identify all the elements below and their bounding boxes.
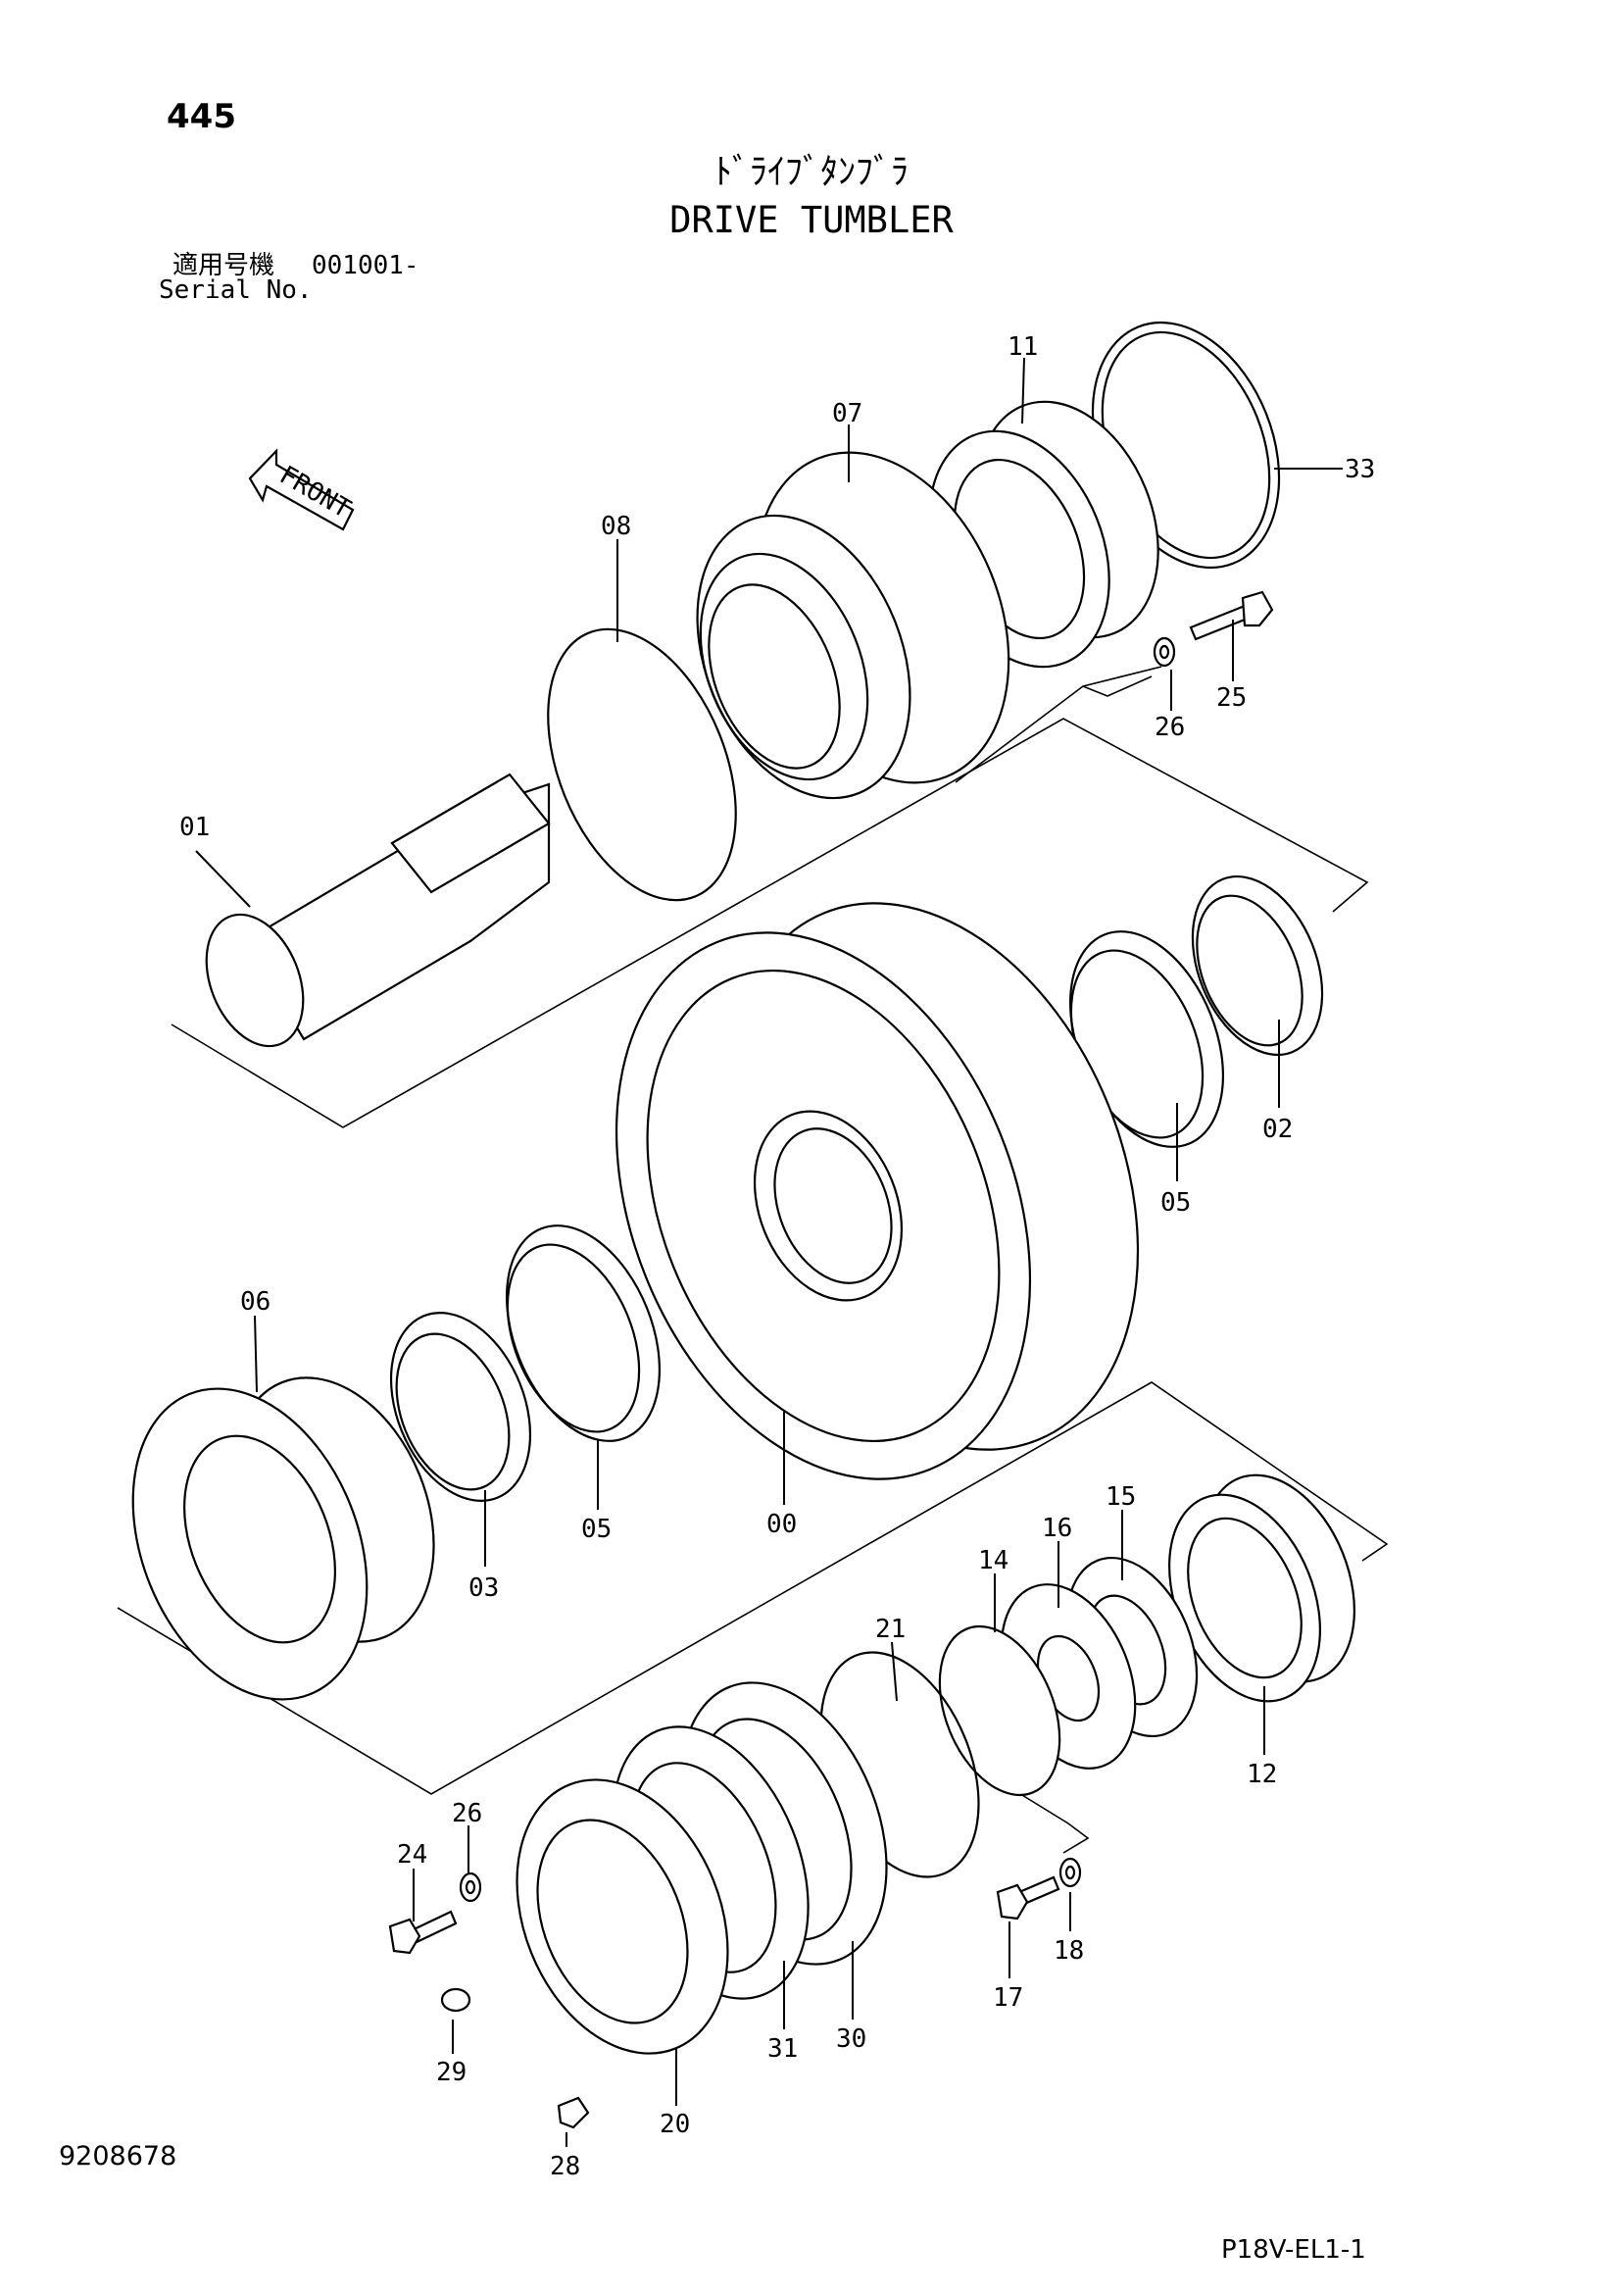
- label-26-lower: 26: [452, 1799, 482, 1828]
- document-number: 9208678: [59, 2141, 177, 2171]
- label-07: 07: [832, 399, 862, 428]
- label-12: 12: [1247, 1760, 1277, 1789]
- label-14: 14: [978, 1546, 1008, 1575]
- serial-value: 001001-: [312, 251, 419, 280]
- part-05-seal-lower: [506, 1224, 661, 1442]
- serial-label-japanese: 適用号機: [172, 251, 275, 280]
- label-11: 11: [1008, 332, 1038, 362]
- part-labels: 11 33 07 08 25 26 01 02 05 06 03 05 00 1…: [179, 332, 1375, 2181]
- label-17: 17: [993, 1983, 1023, 2013]
- part-17-bolt: [996, 1875, 1060, 1921]
- part-28-plug: [557, 2096, 590, 2129]
- assembly-line-upper: [171, 718, 1369, 1128]
- leader-lines: [195, 357, 1343, 2147]
- part-26-washer-upper: [1153, 636, 1176, 668]
- part-06-hub-flange: [131, 1376, 435, 1701]
- label-30: 30: [836, 2024, 866, 2054]
- label-31: 31: [767, 2034, 798, 2064]
- part-00-drive-tumbler: [615, 902, 1140, 1480]
- label-20: 20: [660, 2110, 690, 2139]
- label-26-upper: 26: [1155, 713, 1185, 742]
- label-28: 28: [550, 2152, 580, 2181]
- front-arrow-icon: FRONT: [248, 448, 356, 531]
- label-21: 21: [875, 1615, 906, 1644]
- label-16: 16: [1042, 1514, 1072, 1543]
- label-15: 15: [1106, 1482, 1136, 1512]
- part-26-washer-lower: [459, 1872, 482, 1903]
- part-02-retainer-ring: [1191, 874, 1324, 1057]
- label-29: 29: [436, 2058, 467, 2087]
- label-01: 01: [179, 813, 210, 842]
- part-01-shaft: [205, 773, 551, 1048]
- part-12-bearing: [1168, 1473, 1355, 1703]
- label-24: 24: [397, 1840, 427, 1870]
- assembly-line-lower: [117, 1381, 1389, 1795]
- label-05-lower: 05: [581, 1515, 612, 1544]
- serial-label-english: Serial No.: [159, 275, 313, 305]
- part-25-bolt: [1189, 590, 1274, 641]
- label-33: 33: [1345, 455, 1375, 484]
- label-06: 06: [240, 1287, 270, 1317]
- page-code: P18V-EL1-1: [1221, 2235, 1366, 2265]
- assembly-line-hub: [1082, 666, 1162, 687]
- front-arrow-label: FRONT: [274, 461, 356, 524]
- part-03-ring: [389, 1312, 532, 1502]
- title-english: DRIVE TUMBLER: [669, 199, 954, 241]
- title-japanese: ﾄﾞﾗｲﾌﾞﾀﾝﾌﾞﾗ: [714, 152, 909, 192]
- assembly-line-lower-small: [1004, 1783, 1090, 1854]
- label-18: 18: [1054, 1936, 1084, 1966]
- part-20-cover: [516, 1778, 729, 2055]
- label-05-upper: 05: [1160, 1188, 1191, 1218]
- part-29-plug: [440, 1987, 471, 2013]
- label-00: 00: [766, 1510, 797, 1539]
- assembly-line-upper-right: [955, 675, 1153, 783]
- part-18-washer: [1058, 1857, 1082, 1888]
- label-08: 08: [601, 512, 631, 541]
- part-08-o-ring: [547, 627, 737, 902]
- page-number: 445: [167, 97, 236, 136]
- part-07-housing: [696, 451, 1010, 800]
- label-03: 03: [468, 1573, 499, 1603]
- part-24-bolt: [388, 1910, 458, 1955]
- label-25: 25: [1216, 683, 1247, 713]
- label-02: 02: [1262, 1115, 1293, 1144]
